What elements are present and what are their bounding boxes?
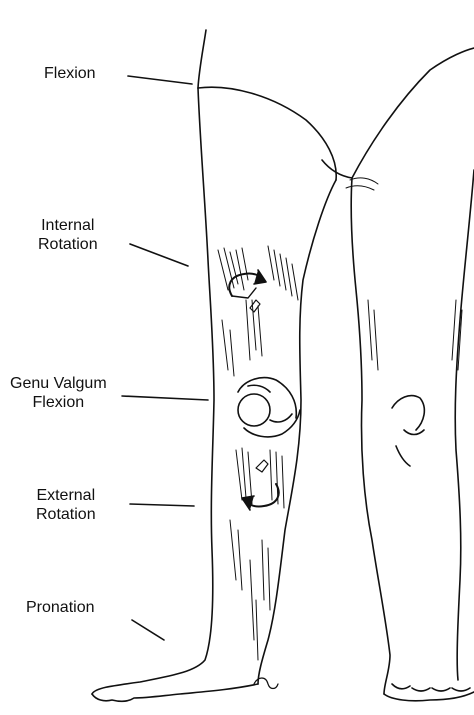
label-genu-valgum-line2: Flexion: [10, 393, 107, 412]
label-genu-valgum-flexion: Genu Valgum Flexion: [10, 374, 107, 412]
label-pronation: Pronation: [26, 598, 95, 617]
left-leg-outline: [92, 30, 352, 701]
right-leg-outline: [351, 48, 474, 701]
left-thigh-shading: [218, 246, 298, 376]
label-external-rotation-line2: Rotation: [36, 505, 96, 524]
label-internal-rotation: Internal Rotation: [38, 216, 98, 254]
leader-lines: [122, 76, 208, 640]
label-internal-rotation-line1: Internal: [38, 216, 98, 235]
label-genu-valgum-line1: Genu Valgum: [10, 374, 107, 393]
label-internal-rotation-line2: Rotation: [38, 235, 98, 254]
external-rotation-arrow-icon: [242, 460, 279, 510]
external-rotation-leader: [130, 504, 194, 506]
label-external-rotation: External Rotation: [36, 486, 96, 524]
flexion-leader: [128, 76, 192, 84]
pronation-leader: [132, 620, 164, 640]
genu-valgum-leader: [122, 396, 208, 400]
label-external-rotation-line1: External: [36, 486, 96, 505]
left-shin-shading: [230, 448, 284, 660]
internal-rotation-leader: [130, 244, 188, 266]
right-thigh-shading: [346, 178, 462, 370]
label-flexion: Flexion: [44, 64, 96, 83]
left-knee-detail: [238, 378, 300, 437]
